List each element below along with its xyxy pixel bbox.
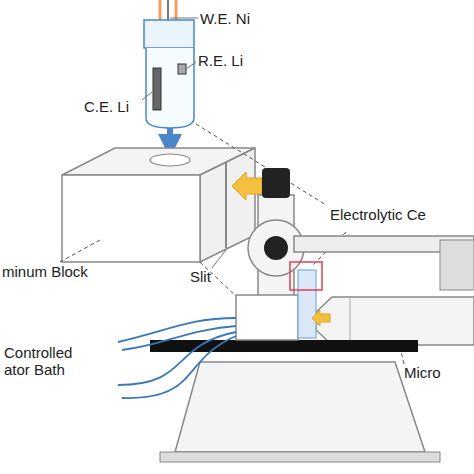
label-box: Controlled ator Bath	[4, 344, 86, 378]
stage	[150, 340, 418, 352]
part-label: Slit	[190, 268, 211, 285]
cell-cap	[144, 20, 194, 48]
water-tube	[118, 332, 236, 385]
tube-ring	[350, 297, 351, 345]
small-aluminum-block	[236, 295, 298, 340]
reference-electrode	[178, 64, 186, 74]
insert-arrow	[167, 128, 173, 146]
label-box: minum Block	[2, 263, 88, 280]
label-box: R.E. Li	[198, 52, 243, 69]
microscope	[150, 168, 474, 462]
leader-line	[60, 240, 100, 262]
knob-center	[264, 236, 288, 260]
leader-line	[170, 18, 198, 19]
water-tube	[118, 318, 236, 342]
part-label: Electrolytic Ce	[330, 206, 426, 223]
part-label: R.E. Li	[198, 52, 243, 69]
label-box: C.E. Li	[84, 98, 129, 115]
part-label: minum Block	[2, 263, 88, 280]
label-box: Micro	[404, 364, 441, 381]
part-label: W.E. Ni	[200, 10, 250, 27]
small-cell	[298, 270, 316, 338]
arm-holder	[440, 240, 474, 290]
light-arrow	[312, 310, 330, 326]
glass-tube	[146, 48, 194, 128]
slit	[225, 162, 227, 248]
part-label: Micro	[404, 364, 441, 381]
cell-hole	[150, 154, 190, 166]
cell-highlight	[290, 262, 322, 290]
water-tube	[122, 326, 236, 350]
leader-line	[196, 124, 326, 205]
leader-line	[186, 62, 196, 69]
part-label: C.E. Li	[84, 98, 129, 115]
leader-line	[212, 250, 226, 268]
base-foot	[160, 452, 440, 462]
label-box: Electrolytic Ce	[330, 206, 426, 223]
part-label: Controlled ator Bath	[4, 344, 72, 378]
focus-knob	[262, 168, 290, 198]
microscope-base	[175, 362, 425, 452]
inset-cell	[144, 0, 194, 128]
label-box: Slit	[190, 268, 211, 285]
counter-electrode	[153, 68, 161, 110]
leader-line	[142, 92, 152, 100]
label-box: W.E. Ni	[200, 10, 250, 27]
objective-tube	[316, 297, 474, 345]
water-tube	[122, 336, 236, 398]
